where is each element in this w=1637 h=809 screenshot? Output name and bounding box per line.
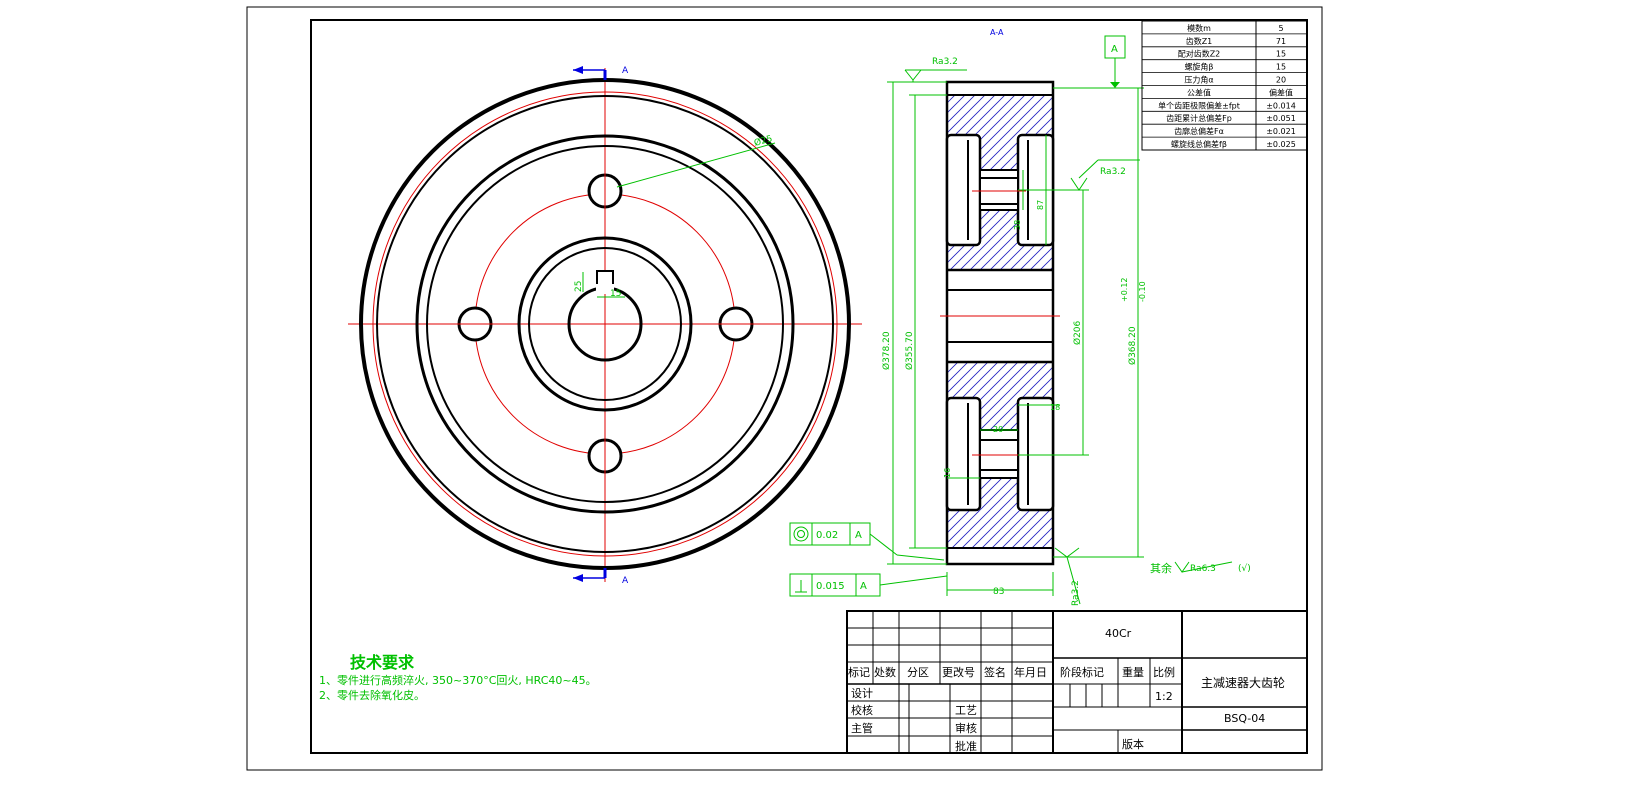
tb-sign: 签名 xyxy=(984,665,1006,679)
keyway-depth-dim: 25 xyxy=(574,281,584,292)
param-value: 5 xyxy=(1278,24,1283,33)
rest-roughness-value: Ra6.3 xyxy=(1190,564,1216,574)
dim-368-upper-tol: +0.12 xyxy=(1120,277,1129,302)
rest-roughness-prefix: 其余 xyxy=(1150,561,1172,575)
cut-label-top: A xyxy=(622,66,629,76)
gear-outline xyxy=(945,80,1055,566)
rest-roughness-suffix: (√) xyxy=(1238,563,1251,574)
dim-20: 20 xyxy=(993,425,1003,434)
tb-scale-value: 1:2 xyxy=(1155,690,1173,703)
datum-label: A xyxy=(1111,44,1118,55)
param-value: 20 xyxy=(1276,76,1286,85)
param-value: 15 xyxy=(1276,50,1286,59)
title-block xyxy=(846,610,1308,754)
gdt-concentricity-datum: A xyxy=(855,530,862,541)
inner-frame xyxy=(310,19,1308,754)
gdt-perpendicularity-datum: A xyxy=(860,581,867,592)
param-name: 螺旋角β xyxy=(1184,62,1213,72)
tb-date: 年月日 xyxy=(1014,665,1047,679)
param-name: 公差值 xyxy=(1187,87,1211,97)
tb-zone: 分区 xyxy=(907,666,929,679)
outer-frame xyxy=(246,6,1323,771)
section-view: A-A xyxy=(789,28,1251,606)
dim-38: 38 xyxy=(1013,220,1022,230)
param-value: ±0.025 xyxy=(1266,140,1296,149)
pitch-circle xyxy=(372,91,838,557)
dim-206: Ø206 xyxy=(1072,320,1083,345)
tb-review: 审核 xyxy=(955,721,977,735)
tb-weight: 重量 xyxy=(1122,665,1144,679)
dim-87: 87 xyxy=(1036,200,1045,210)
gdt-perpendicularity-tol: 0.015 xyxy=(816,581,845,592)
tech-line-2: 2、零件去除氧化皮。 xyxy=(319,688,425,702)
tech-line-1: 1、零件进行高频淬火, 350~370°C回火, HRC40~45。 xyxy=(319,673,597,687)
tb-approve: 批准 xyxy=(955,739,977,753)
param-value: 偏差值 xyxy=(1269,87,1293,97)
param-name: 齿数Z1 xyxy=(1186,36,1213,46)
material: 40Cr xyxy=(1105,627,1132,640)
param-name: 压力角α xyxy=(1184,75,1213,85)
tb-scale: 比例 xyxy=(1153,665,1175,679)
tb-count: 处数 xyxy=(874,666,896,679)
tb-check: 校核 xyxy=(851,703,873,717)
technical-requirements: 技术要求 1、零件进行高频淬火, 350~370°C回火, HRC40~45。 … xyxy=(319,653,597,702)
param-name: 齿廓总偏差Fα xyxy=(1174,126,1224,136)
dim-18: 18 xyxy=(1050,403,1060,412)
dim-355: Ø355.70 xyxy=(904,331,915,370)
tb-mark: 标记 xyxy=(848,665,870,679)
hole-diameter-dim: Ø25 xyxy=(753,133,774,149)
cut-label-bottom: A xyxy=(622,576,629,586)
tb-stage: 阶段标记 xyxy=(1060,665,1104,679)
roughness-bottom: Ra3.2 xyxy=(1071,580,1081,606)
tb-process: 工艺 xyxy=(955,704,977,717)
tech-title: 技术要求 xyxy=(350,653,415,672)
param-name: 单个齿距极限偏差±fpt xyxy=(1158,100,1240,110)
part-number: BSQ-04 xyxy=(1224,712,1265,725)
param-value: 15 xyxy=(1276,63,1286,72)
roughness-top: Ra3.2 xyxy=(932,57,958,67)
tb-manager: 主管 xyxy=(851,721,873,735)
part-name: 主减速器大齿轮 xyxy=(1201,676,1285,690)
param-value: 71 xyxy=(1276,37,1286,46)
dim-16: 16 xyxy=(943,468,952,478)
param-name: 配对齿数Z2 xyxy=(1178,49,1221,59)
parameter-table: 模数m 5 齿数Z1 71 配对齿数Z2 15 螺旋角β 15 压力角α 20 公差值 偏差值单个齿距… xyxy=(1141,20,1308,151)
param-name: 螺旋线总偏差fβ xyxy=(1171,139,1227,149)
dim-368: Ø368.20 xyxy=(1127,326,1138,365)
param-value: ±0.021 xyxy=(1266,127,1296,136)
tb-design: 设计 xyxy=(851,687,873,700)
param-name: 模数m xyxy=(1187,23,1211,33)
param-value: ±0.051 xyxy=(1266,114,1296,123)
keyway-width-dim: 15 xyxy=(610,289,621,299)
width-dim: 83 xyxy=(993,587,1004,597)
dim-378: Ø378.20 xyxy=(881,331,892,370)
front-view: Ø25 25 15 A A xyxy=(348,66,862,586)
roughness-hub: Ra3.2 xyxy=(1100,167,1126,177)
section-label: A-A xyxy=(990,28,1004,37)
tb-edition: 版本 xyxy=(1122,737,1144,751)
param-name: 齿距累计总偏差Fp xyxy=(1166,113,1232,123)
gdt-concentricity-tol: 0.02 xyxy=(816,530,838,541)
param-value: ±0.014 xyxy=(1266,101,1296,110)
tb-change-no: 更改号 xyxy=(942,665,975,679)
dim-368-lower-tol: -0.10 xyxy=(1138,281,1147,302)
